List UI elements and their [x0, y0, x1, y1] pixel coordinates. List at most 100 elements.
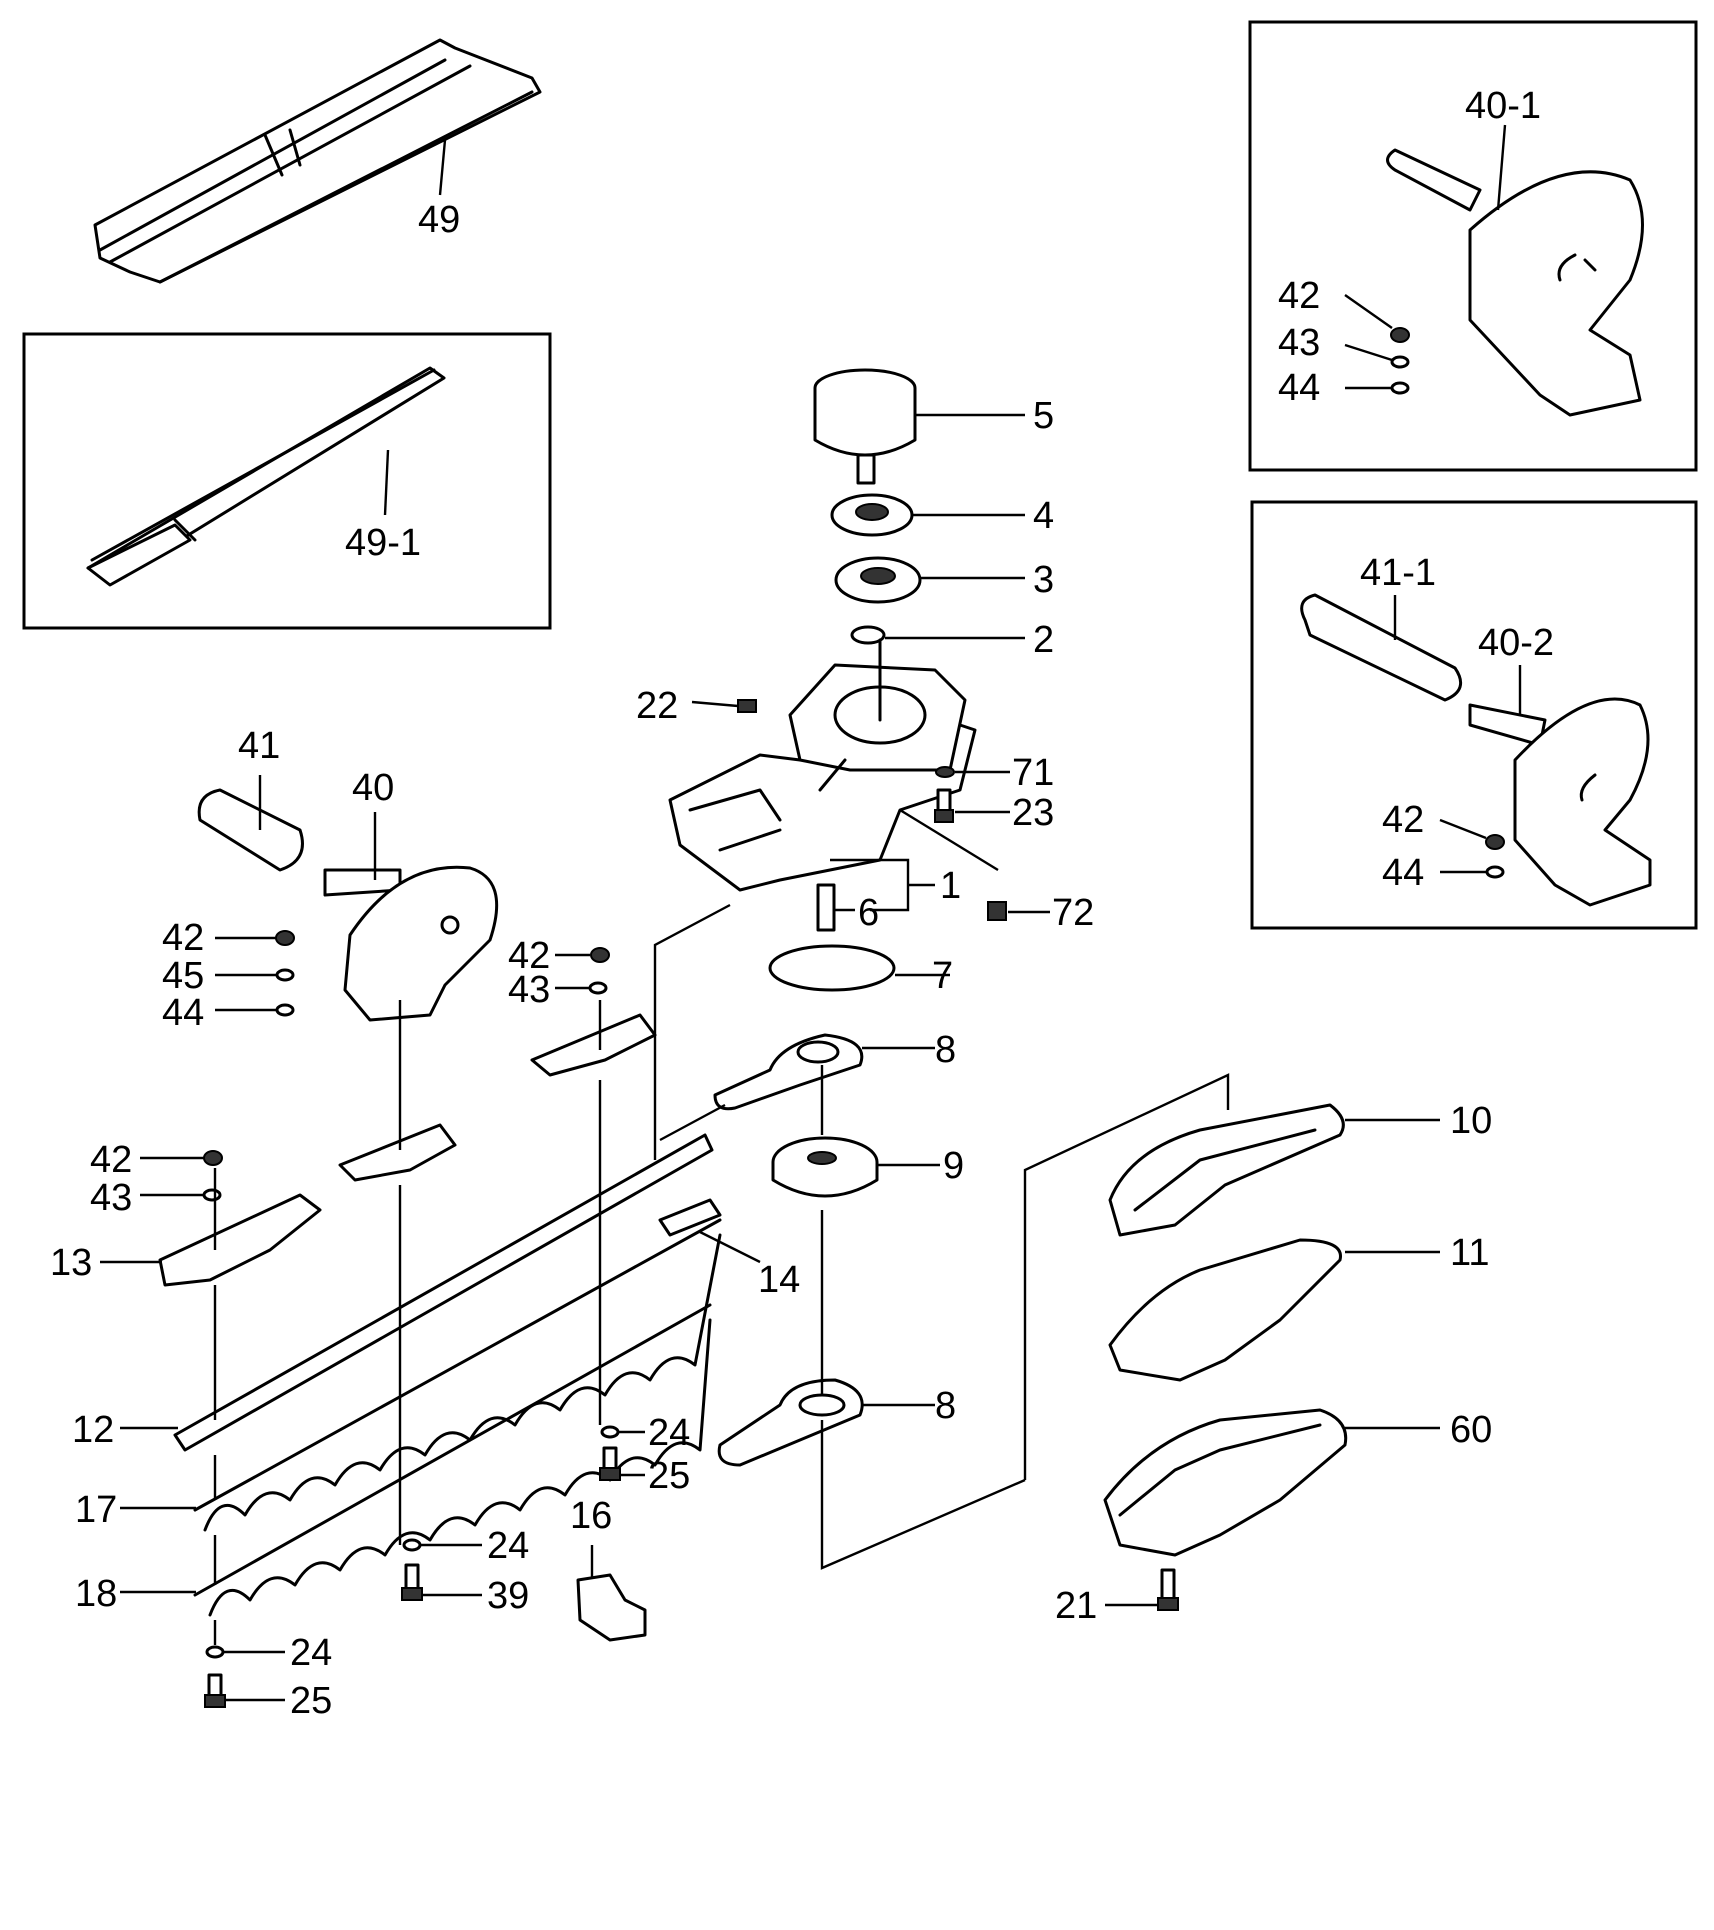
- label-25b: 25: [290, 1680, 332, 1722]
- part-24a-washer: [600, 1425, 620, 1439]
- part-6-pin: [816, 883, 836, 932]
- assembly-line-cover: [1023, 1073, 1230, 1480]
- leader-42d: [1344, 294, 1393, 329]
- label-12: 12: [72, 1409, 114, 1451]
- part-22-nut: [737, 699, 757, 713]
- label-1: 1: [940, 865, 961, 907]
- leader-72-to-case: [899, 808, 999, 872]
- part-40-handle: [323, 865, 499, 1022]
- label-24b: 24: [487, 1525, 529, 1567]
- leader-42e: [1439, 818, 1487, 840]
- label-42a: 42: [162, 917, 204, 959]
- part-17-blade: [193, 1218, 722, 1532]
- guide-plate-middle: [338, 1123, 457, 1182]
- part-13-guide: [158, 1193, 322, 1287]
- leader-40-1: [1496, 124, 1507, 211]
- part-49-blade-cover: [93, 38, 542, 284]
- part-24c-washer: [205, 1645, 225, 1659]
- part-4-bearing: [830, 493, 914, 537]
- leader-49-1: [383, 449, 390, 516]
- label-49: 49: [418, 199, 460, 241]
- label-7: 7: [932, 955, 953, 997]
- part-42d-nut: [1390, 327, 1410, 343]
- label-14: 14: [758, 1259, 800, 1301]
- label-5: 5: [1033, 395, 1054, 437]
- part-25a-screw: [599, 1446, 621, 1481]
- label-10: 10: [1450, 1100, 1492, 1142]
- label-43d: 43: [1278, 322, 1320, 364]
- label-22: 22: [636, 685, 678, 727]
- part-42e-nut: [1485, 834, 1505, 850]
- label-60: 60: [1450, 1409, 1492, 1451]
- label-43c: 43: [90, 1177, 132, 1219]
- part-41-1-grip: [1300, 593, 1463, 702]
- label-4: 4: [1033, 495, 1054, 537]
- inset-box-40-2: [1250, 500, 1698, 930]
- part-18-blade: [193, 1303, 712, 1617]
- part-12-bar: [173, 1133, 714, 1452]
- part-44e-washer: [1485, 865, 1505, 879]
- part-72-plug: [987, 901, 1007, 921]
- part-42b-nut: [590, 947, 610, 963]
- label-42d: 42: [1278, 275, 1320, 317]
- part-45-washer: [275, 968, 295, 982]
- part-9-gear: [771, 1136, 879, 1198]
- label-25a: 25: [648, 1455, 690, 1497]
- part-21-screw: [1157, 1568, 1179, 1611]
- label-72: 72: [1052, 892, 1094, 934]
- inset-box-49-1: [22, 332, 552, 630]
- leader-14: [699, 1230, 761, 1264]
- part-71-washer: [935, 766, 955, 778]
- part-11-plate: [1108, 1238, 1342, 1382]
- leader-43d: [1344, 343, 1393, 362]
- part-10-gasket: [1108, 1103, 1345, 1237]
- label-13: 13: [50, 1242, 92, 1284]
- part-2-ring: [850, 625, 886, 645]
- label-2: 2: [1033, 619, 1054, 661]
- label-42e: 42: [1382, 799, 1424, 841]
- leader-22: [691, 700, 739, 708]
- part-39-screw: [401, 1563, 423, 1601]
- label-45: 45: [162, 955, 204, 997]
- part-14-plate: [658, 1198, 722, 1237]
- leader-1: [830, 858, 935, 912]
- label-41: 41: [238, 725, 280, 767]
- label-17: 17: [75, 1489, 117, 1531]
- label-8a: 8: [935, 1029, 956, 1071]
- label-24c: 24: [290, 1632, 332, 1674]
- label-23: 23: [1012, 792, 1054, 834]
- label-42c: 42: [90, 1139, 132, 1181]
- label-43b: 43: [508, 969, 550, 1011]
- leader-49: [438, 139, 447, 196]
- part-7-plate: [768, 944, 896, 992]
- part-41-grip: [197, 788, 304, 872]
- part-60-cover: [1103, 1408, 1348, 1557]
- part-43c-washer: [202, 1188, 222, 1202]
- label-11: 11: [1450, 1232, 1489, 1274]
- part-42a-nut: [275, 930, 295, 946]
- label-40: 40: [352, 767, 394, 809]
- label-71: 71: [1012, 752, 1054, 794]
- part-5-cup: [813, 368, 917, 485]
- part-25b-screw: [204, 1673, 226, 1708]
- label-39: 39: [487, 1575, 529, 1617]
- label-21: 21: [1055, 1585, 1097, 1627]
- part-42c-nut: [203, 1150, 223, 1166]
- guide-plate-upper: [530, 1013, 657, 1077]
- label-16: 16: [570, 1495, 612, 1537]
- part-23-bolt: [934, 788, 954, 823]
- alignment-lines: [213, 1000, 602, 1645]
- label-18: 18: [75, 1573, 117, 1615]
- part-49-1-cover: [86, 366, 446, 587]
- label-44a: 44: [162, 992, 204, 1034]
- part-24b-washer: [402, 1538, 422, 1552]
- label-3: 3: [1033, 559, 1054, 601]
- label-6: 6: [858, 892, 879, 934]
- part-3-bearing: [834, 556, 922, 604]
- label-41-1: 41-1: [1360, 552, 1436, 594]
- assembly-line-blade: [653, 903, 731, 1160]
- part-44a-washer: [275, 1003, 295, 1017]
- label-44e: 44: [1382, 852, 1424, 894]
- label-9: 9: [943, 1145, 964, 1187]
